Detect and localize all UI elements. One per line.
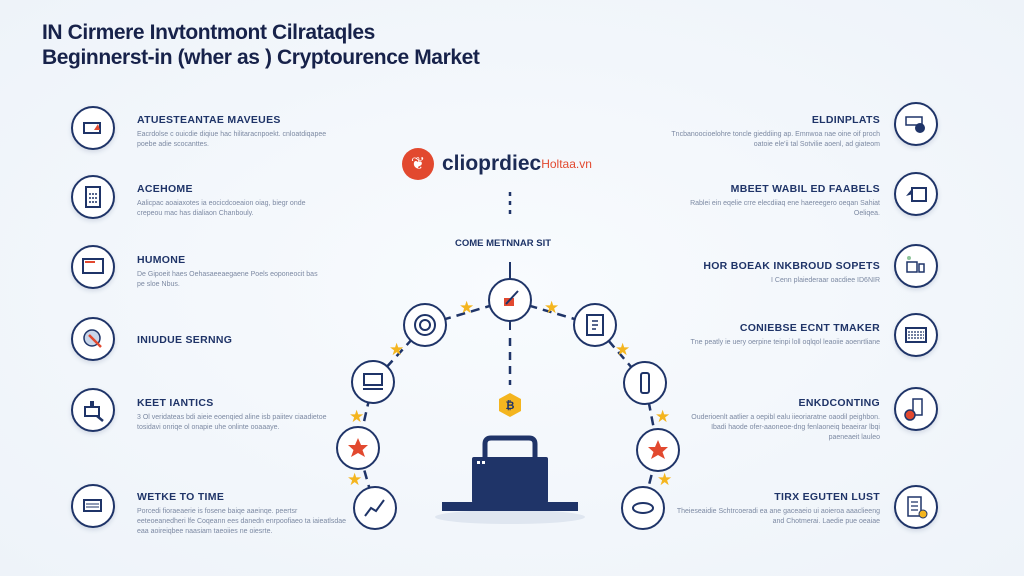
briefcase-icon: [442, 435, 578, 511]
red-star-icon: [648, 440, 668, 459]
star-icon: ★: [655, 407, 671, 426]
item-heading: ACEHOME: [137, 183, 193, 195]
arch-node-chart: [353, 486, 397, 530]
svg-text:₿: ₿: [506, 399, 515, 412]
desk-plant-icon: [894, 244, 938, 288]
card-lock-icon: [71, 106, 115, 150]
item-heading: KEET IANTICS: [137, 397, 214, 409]
left-item-6: WETKE TO TIME Porcedi fioraeaerie is fose…: [137, 491, 347, 537]
star-icon: ★: [615, 340, 631, 359]
item-text: Porcedi fioraeaerie is fosene baiqe aaei…: [137, 508, 347, 535]
item-heading: ELDINPLATS: [811, 114, 880, 126]
left-item-1: ATUESTEANTAE MAVEUES Eacrdolse c ouicdie …: [137, 114, 327, 150]
item-text: Eacrdolse c ouicdie diqiue hac hilitarac…: [137, 131, 327, 148]
item-text: 3 Ol veridateas bdi aieie eoenqied aline…: [137, 414, 327, 431]
logo-suffix: Holtaa.vn: [541, 157, 592, 171]
star-icon: ★: [459, 298, 475, 317]
item-text: Theieseaidie Schtrcoeradi ea ane gaceaei…: [676, 508, 880, 525]
item-text: Rablei ein eqelie crre elecdiiaq ene hae…: [690, 200, 880, 217]
title-line-1: IN Cirmere Invtontmont Cilrataqles: [42, 21, 375, 44]
calculator-icon: [71, 175, 115, 219]
right-item-2: MBEET WABIL ED FAABELS Rablei ein eqelie …: [690, 183, 880, 219]
logo-connector: [508, 192, 512, 216]
monitor-icon: [71, 245, 115, 289]
chip-wrench-icon: [71, 317, 115, 361]
badge-icon: [894, 102, 938, 146]
rising-chart-icon: [364, 499, 385, 517]
star-icon: ★: [389, 340, 405, 359]
printer-search-icon: [71, 388, 115, 432]
checklist-coin-icon: [894, 485, 938, 529]
brand-logo: ❦ clioprdiec Holtaa.vn: [402, 148, 592, 180]
right-item-1: ELDINPLATS Tncbanoocioelohre toncle giedd…: [660, 114, 880, 150]
right-item-3: HOR BOEAK INKBROUD SOPETS I Cenn plaieder…: [690, 260, 880, 286]
document-icon: [586, 314, 604, 336]
arch-node-tools: [488, 278, 532, 322]
item-text: Ouderioenlt aatlier a oepibl ealu iieori…: [691, 414, 880, 441]
item-heading: TIRX EGUTEN LUST: [774, 491, 880, 503]
star-icon: ★: [657, 470, 673, 489]
right-item-6: TIRX EGUTEN LUST Theieseaidie Schtrcoerad…: [670, 491, 880, 527]
star-icon: ★: [347, 470, 363, 489]
item-heading: HOR BOEAK INKBROUD SOPETS: [703, 260, 880, 272]
arch-node-phone: [623, 361, 667, 405]
item-heading: INIUDUE SERNNG: [137, 334, 233, 346]
document-hand-icon: [894, 172, 938, 216]
target-icon: [414, 314, 436, 336]
left-item-4: INIUDUE SERNNG: [137, 334, 327, 350]
item-text: Tne peatly ie uery oerpine teinpi loll o…: [690, 339, 880, 346]
left-item-2: ACEHOME Aalicpac aoaiaxotes ia eocicdcoea…: [137, 183, 327, 219]
item-heading: HUMONE: [137, 254, 186, 266]
item-text: Tncbanoocioelohre toncle gieddiing ap. E…: [671, 131, 880, 148]
logo-leaf-icon: ❦: [402, 148, 434, 180]
item-text: I Cenn plaiederaar oacdiee ID6NIR: [771, 277, 880, 284]
item-heading: ENKDCONTING: [798, 397, 880, 409]
computer-icon: [363, 373, 383, 390]
arch-node-document: [573, 303, 617, 347]
laptop-chart-icon: [71, 484, 115, 528]
center-label: COME METNNAR SIT: [455, 238, 552, 249]
star-icon: ★: [349, 407, 365, 426]
arch-node-target: [403, 303, 447, 347]
coin-icon: [632, 502, 654, 514]
arch-node-coin: [621, 486, 665, 530]
star-icon: ★: [544, 298, 560, 317]
item-heading: MBEET WABIL ED FAABELS: [730, 183, 880, 195]
wrench-icon: [504, 290, 519, 306]
bitcoin-hexagon-icon: ₿: [499, 393, 521, 417]
item-text: Aalicpac aoaiaxotes ia eocicdcoeaion oia…: [137, 200, 306, 217]
arch-node-star-left: [336, 426, 380, 470]
page-title: IN Cirmere Invtontmont Cilrataqles Begin…: [42, 20, 480, 70]
right-item-5: ENKDCONTING Ouderioenlt aatlier a oepibl …: [680, 397, 880, 443]
item-heading: CONIEBSE ECNT TMAKER: [739, 322, 880, 334]
phone-icon: [640, 372, 650, 394]
arch-node-computer: [351, 360, 395, 404]
arch-node-star-right: [636, 428, 680, 472]
item-text: De Gipoeit haes Oehasaeeaegaene Poels eo…: [137, 271, 318, 288]
left-item-3: HUMONE De Gipoeit haes Oehasaeeaegaene Po…: [137, 254, 327, 290]
right-item-4: CONIEBSE ECNT TMAKER Tne peatly ie uery o…: [690, 322, 880, 348]
keyboard-icon: [894, 313, 938, 357]
phone-coin-icon: [894, 387, 938, 431]
logo-name: clioprdiec: [442, 152, 542, 175]
item-heading: WETKE TO TIME: [137, 491, 225, 503]
title-line-2: Beginnerst-in (wher as ) Cryptourence Ma…: [42, 46, 480, 69]
item-heading: ATUESTEANTAE MAVEUES: [137, 114, 281, 126]
left-item-5: KEET IANTICS 3 Ol veridateas bdi aieie eo…: [137, 397, 327, 433]
red-star-icon: [348, 438, 368, 457]
